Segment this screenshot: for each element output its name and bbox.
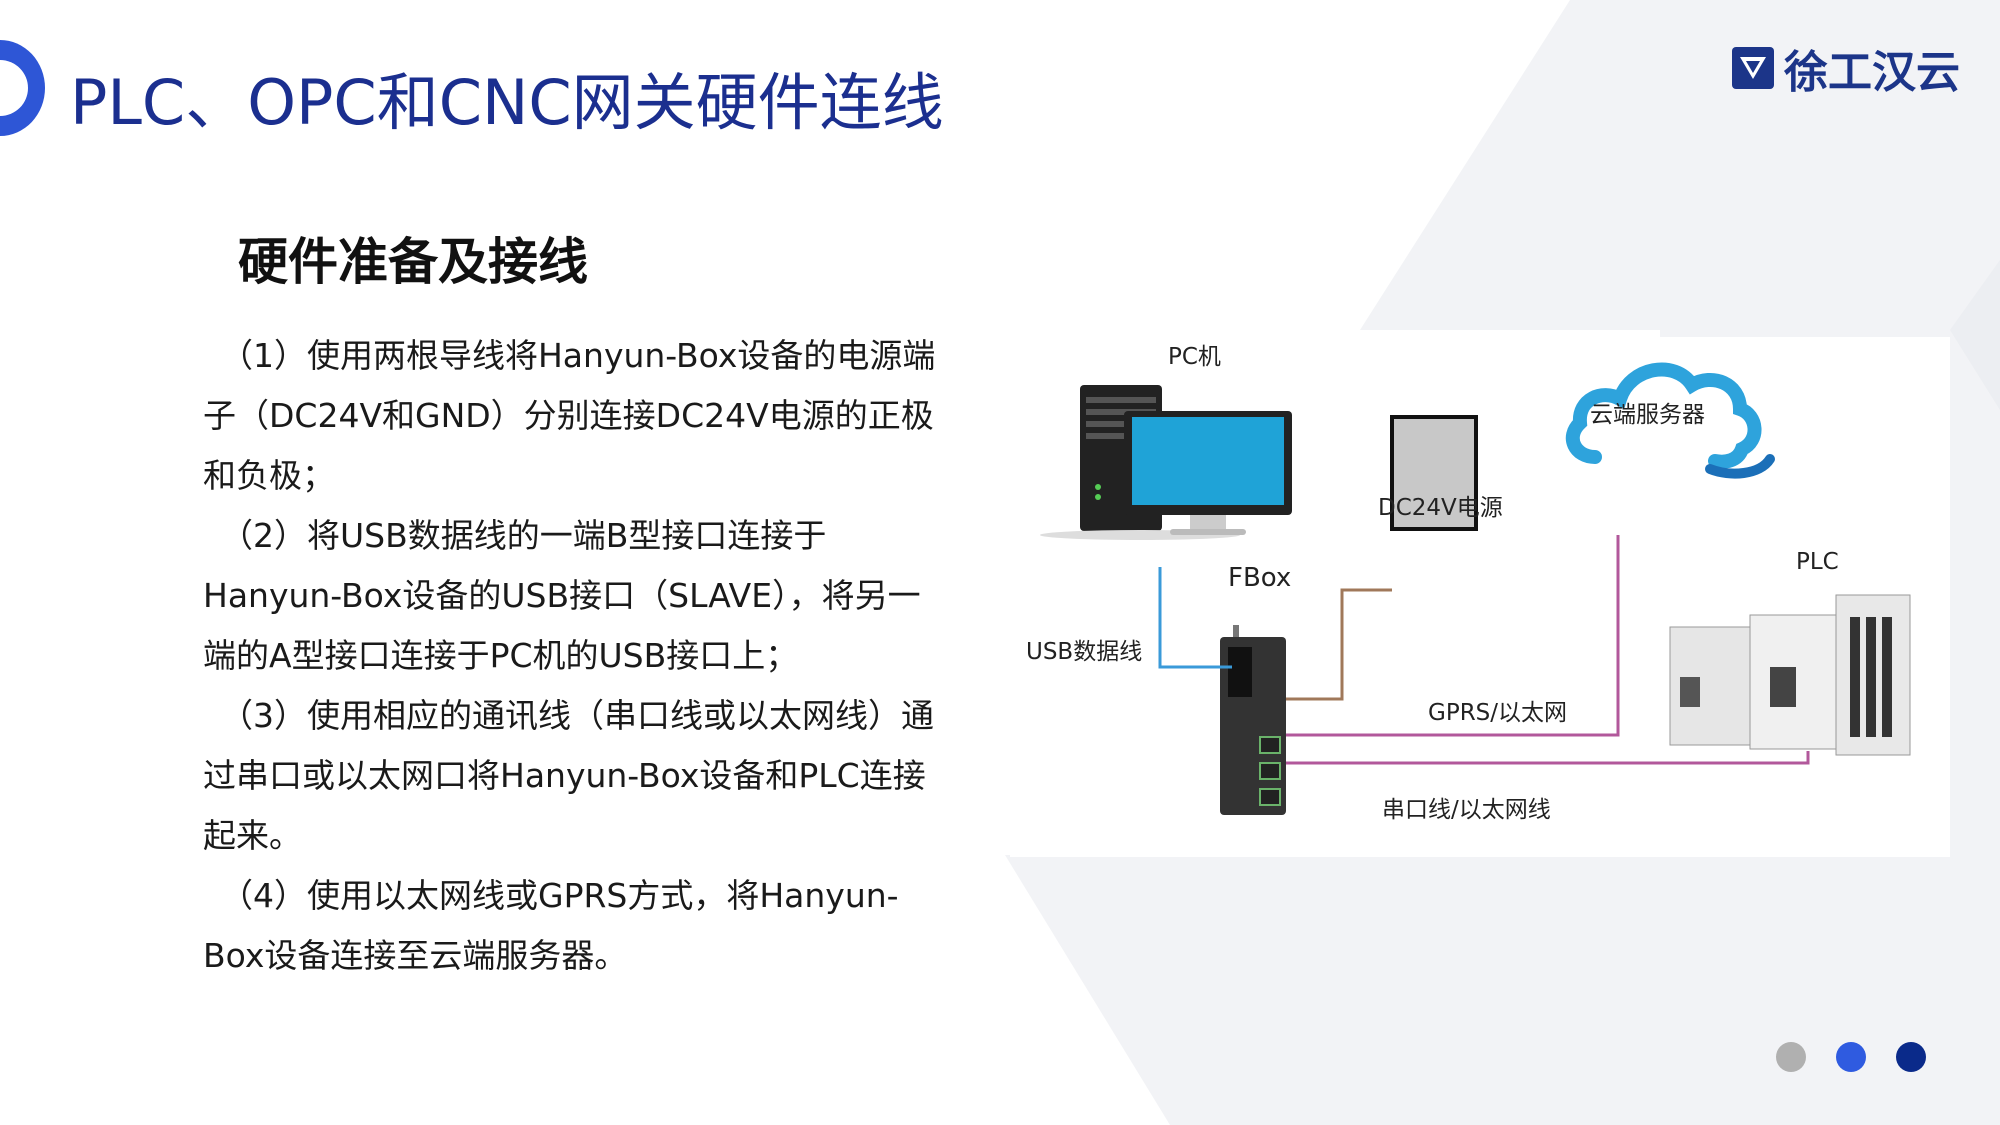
step-item: （2）将USB数据线的一端B型接口连接于Hanyun-Box设备的USB接口（S…	[203, 516, 921, 675]
slide-title: PLC、OPC和CNC网关硬件连线	[70, 66, 944, 139]
plc-label: PLC	[1796, 549, 1839, 575]
step-item: （4）使用以太网线或GPRS方式，将Hanyun-Box设备连接至云端服务器。	[203, 876, 899, 975]
step-item: （3）使用相应的通讯线（串口线或以太网线）通过串口或以太网口将Hanyun-Bo…	[203, 696, 934, 855]
pager-dot[interactable]	[1776, 1042, 1806, 1072]
serial-label: 串口线/以太网线	[1382, 797, 1551, 823]
gprs-line	[1286, 535, 1620, 737]
power-supply-box	[1390, 415, 1478, 531]
brand-name: 徐工汉云	[1784, 47, 1960, 98]
pc-monitor-icon	[1124, 411, 1292, 535]
steps-list: （1）使用两根导线将Hanyun-Box设备的电源端子（DC24V和GND）分别…	[203, 326, 943, 986]
plc-device-icon	[1669, 594, 1911, 756]
fbox-device-icon	[1220, 625, 1286, 815]
gprs-label: GPRS/以太网	[1428, 700, 1568, 726]
pager-dot[interactable]	[1896, 1042, 1926, 1072]
section-heading: 硬件准备及接线	[238, 233, 588, 291]
half-circle-mark-icon	[0, 40, 45, 136]
step-item: （1）使用两根导线将Hanyun-Box设备的电源端子（DC24V和GND）分别…	[203, 336, 936, 495]
usb-label: USB数据线	[1026, 639, 1143, 665]
pager-dots	[1776, 1042, 1926, 1072]
serial-line	[1286, 751, 1810, 765]
fbox-label: FBox	[1228, 563, 1292, 593]
cloud-server-icon	[1565, 362, 1775, 479]
pager-dot[interactable]	[1836, 1042, 1866, 1072]
connection-diagram: PC机 云端服务器 DC24V电源 FBox PLC USB数据线 GPRS/以…	[1010, 337, 1950, 857]
power-label: DC24V电源	[1378, 495, 1503, 521]
pc-label: PC机	[1168, 344, 1221, 370]
xcmg-logo-icon	[1732, 47, 1774, 89]
usb-line	[1158, 567, 1232, 669]
power-line	[1286, 588, 1392, 701]
brand-logo: 徐工汉云	[1730, 36, 1960, 100]
cloud-label: 云端服务器	[1590, 402, 1705, 428]
